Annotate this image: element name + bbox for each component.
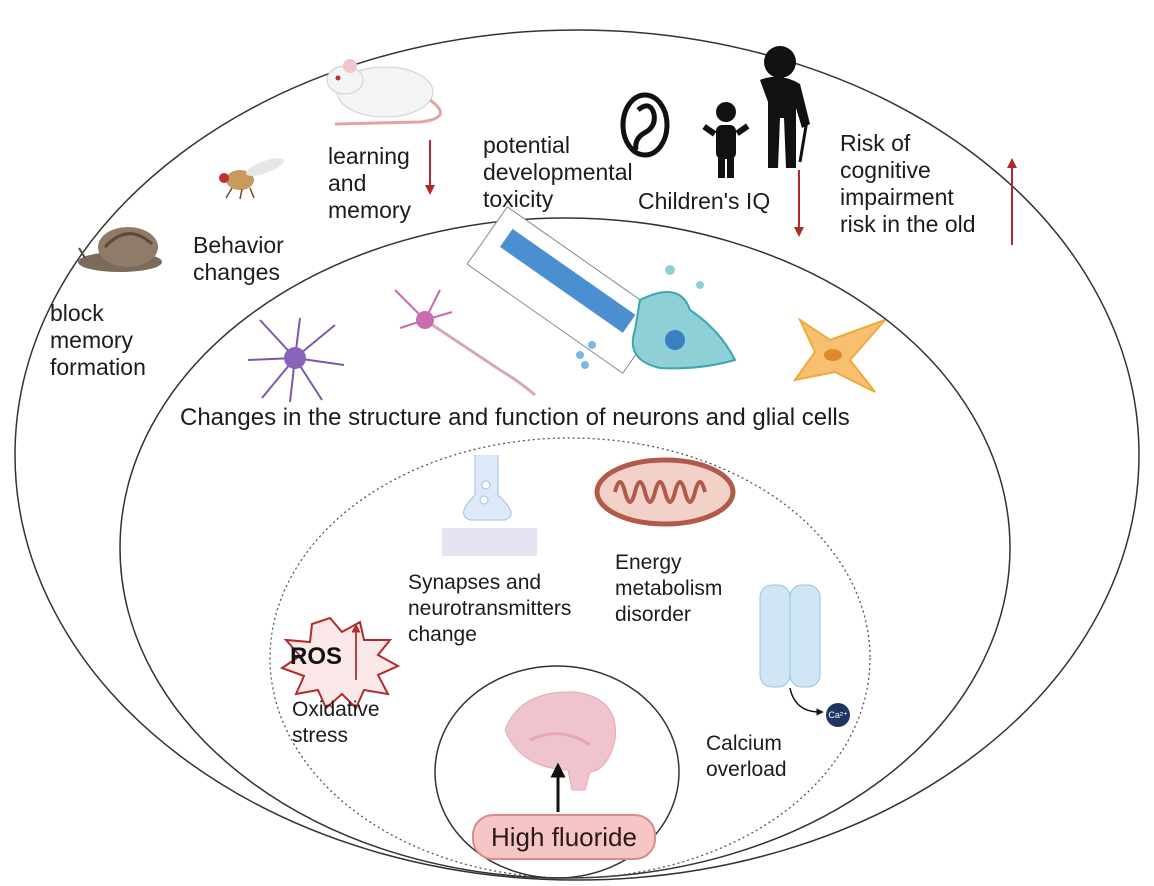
child-icon	[702, 102, 750, 178]
learning-label: learning and memory	[328, 143, 412, 223]
synapse-icon	[442, 455, 537, 556]
elderly-person-icon	[760, 46, 810, 168]
rat-icon	[326, 59, 442, 126]
oxidative-label: Oxidative stress	[292, 698, 380, 747]
ros-label: ROS	[290, 643, 343, 670]
developmental-label: potential developmental toxicity	[483, 132, 633, 212]
cognitive-label: Risk of cognitive impairment risk in the…	[840, 130, 976, 237]
fruit-fly-icon	[219, 158, 284, 200]
ros-burst-icon	[279, 616, 401, 710]
microglia-icon	[631, 265, 737, 370]
childrens-iq-label: Children's IQ	[638, 188, 771, 214]
oligodendrocyte-icon	[792, 317, 886, 393]
neuron-icon	[394, 289, 536, 397]
mitochondrion-icon	[594, 457, 736, 527]
behavior-label: Behavior changes	[193, 232, 284, 285]
fetus-icon	[620, 92, 670, 158]
synapses-label: Synapses and neurotransmitters change	[408, 571, 572, 646]
outer-ring	[14, 29, 1140, 881]
high-fluoride-pill: High fluoride	[472, 814, 656, 860]
astrocyte-icon	[247, 317, 345, 403]
core-ring	[434, 665, 680, 879]
snail-icon	[78, 227, 162, 272]
block-memory-label: block memory formation	[50, 300, 146, 380]
neurons-glia-label: Changes in the structure and function of…	[180, 404, 850, 431]
energy-label: Energy metabolism disorder	[615, 551, 723, 626]
calcium-ion-badge: Ca²⁺	[826, 703, 850, 727]
calcium-label: Calcium overload	[706, 732, 787, 781]
calcium-channel-icon	[759, 584, 824, 716]
brain-icon	[504, 691, 616, 791]
